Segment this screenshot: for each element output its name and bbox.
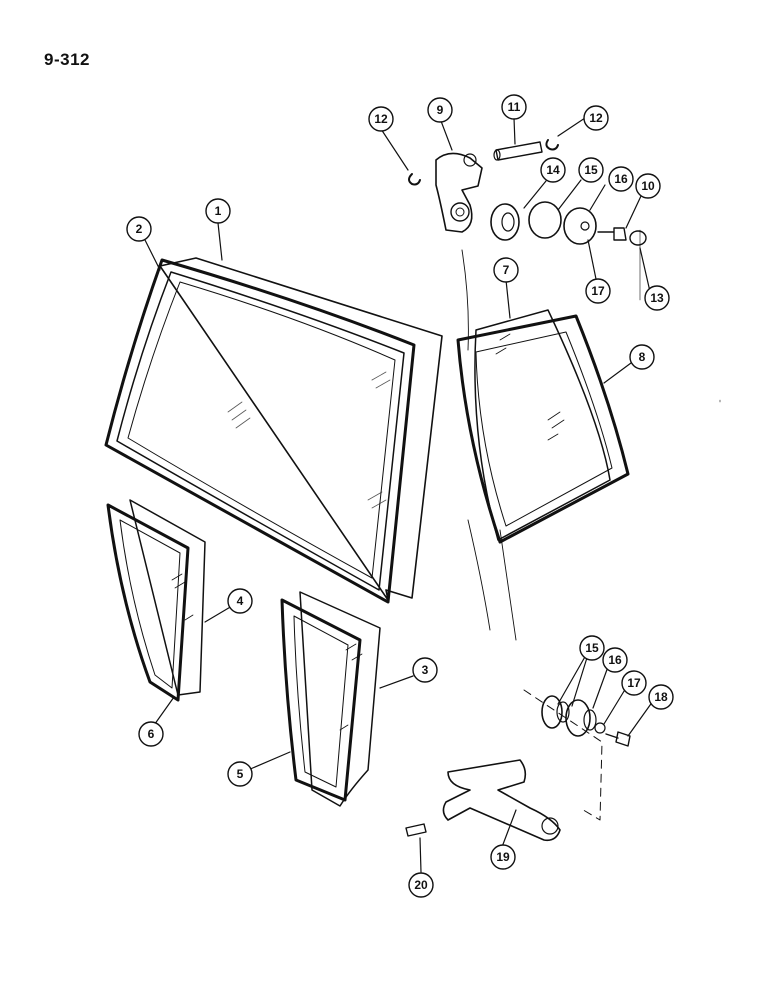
svg-text:11: 11 [508, 100, 521, 114]
rear-window-pane [127, 281, 396, 579]
svg-text:12: 12 [589, 111, 603, 125]
callout-8: 8 [629, 344, 655, 370]
side-window-right-seal [280, 598, 362, 802]
svg-text:6: 6 [148, 727, 155, 741]
latch-bushing-1 [528, 201, 562, 239]
side-window-left-seal [106, 503, 190, 702]
svg-text:14: 14 [546, 163, 560, 177]
callout-17-lower: 17 [621, 670, 647, 696]
callout-2: 2 [126, 216, 152, 242]
page-number: 9-312 [44, 50, 90, 69]
rear-window-glass [159, 257, 443, 601]
svg-text:16: 16 [614, 172, 628, 186]
side-window-left-pane [119, 519, 181, 689]
lower-handle-assembly [405, 689, 631, 842]
callout-16-upper: 16 [608, 166, 634, 192]
svg-text:9: 9 [437, 103, 444, 117]
callout-15-lower: 15 [579, 635, 605, 661]
svg-text:8: 8 [639, 350, 646, 364]
callout-1: 1 [205, 198, 231, 224]
svg-text:15: 15 [584, 163, 598, 177]
svg-text:7: 7 [503, 263, 510, 277]
side-window-right-pane [293, 615, 349, 788]
svg-text:16: 16 [608, 653, 622, 667]
svg-text:18: 18 [654, 690, 668, 704]
svg-text:15: 15 [585, 641, 599, 655]
latch-bracket [435, 152, 483, 233]
retaining-clip-left [408, 173, 421, 186]
latch-washer [490, 203, 520, 241]
retaining-clip-right [545, 139, 559, 151]
callout-5: 5 [227, 761, 253, 787]
callout-19: 19 [490, 844, 516, 870]
callout-12-right: 12 [583, 105, 609, 131]
latch-bolt [597, 227, 627, 241]
callout-11: 11 [501, 94, 527, 120]
door-window-seal [456, 314, 630, 544]
callout-12-left: 12 [368, 106, 394, 132]
callout-3: 3 [412, 657, 438, 683]
handle-washer [594, 722, 606, 734]
callout-6: 6 [138, 721, 164, 747]
rear-window-seal-inner [116, 271, 405, 591]
svg-text:3: 3 [422, 663, 429, 677]
svg-text:20: 20 [414, 878, 428, 892]
svg-text:17: 17 [591, 284, 605, 298]
svg-text:4: 4 [237, 594, 244, 608]
svg-text:2: 2 [136, 222, 143, 236]
upper-latch-assembly [408, 139, 647, 246]
handle-bushing-2 [565, 699, 591, 737]
callout-17-upper: 17 [585, 278, 611, 304]
door-window-glass [474, 309, 611, 541]
callout-20: 20 [408, 872, 434, 898]
svg-text:13: 13 [650, 291, 664, 305]
svg-text:10: 10 [641, 179, 655, 193]
side-window-left-glass [129, 499, 206, 696]
svg-text:19: 19 [496, 850, 510, 864]
callout-18: 18 [648, 684, 674, 710]
latch-pin [495, 141, 543, 161]
handle-arm [442, 759, 561, 842]
callout-13: 13 [644, 285, 670, 311]
handle-bolt [605, 731, 631, 747]
svg-text:5: 5 [237, 767, 244, 781]
latch-bushing-2 [563, 207, 597, 245]
roll-pin [405, 823, 427, 837]
callout-9: 9 [427, 97, 453, 123]
rear-window-seal [104, 258, 416, 604]
callout-7: 7 [493, 257, 519, 283]
side-window-right-glass [299, 591, 381, 807]
callout-4: 4 [227, 588, 253, 614]
svg-text:1: 1 [215, 204, 222, 218]
door-window-pane [475, 331, 613, 527]
svg-text:17: 17 [627, 676, 641, 690]
callout-14: 14 [540, 157, 566, 183]
callout-layer: 1 2 3 4 5 6 7 8 9 10 11 12 12 13 14 15 1… [126, 94, 674, 898]
latch-cap [629, 230, 647, 246]
handle-bushing-1 [541, 695, 563, 729]
callout-16-lower: 16 [602, 647, 628, 673]
callout-15-upper: 15 [578, 157, 604, 183]
svg-text:12: 12 [374, 112, 388, 126]
callout-10: 10 [635, 173, 661, 199]
